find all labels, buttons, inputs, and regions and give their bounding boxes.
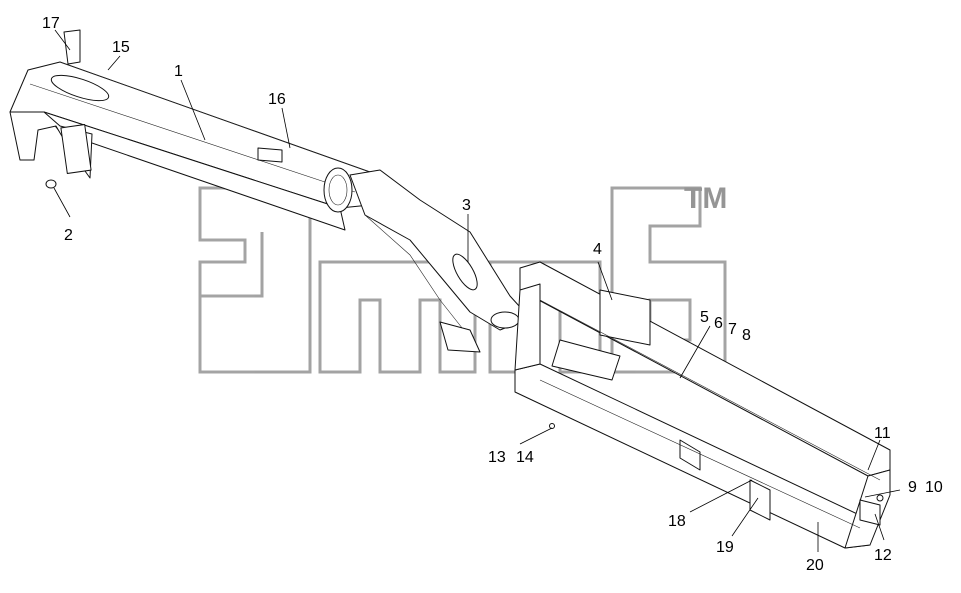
callout-2: 2 — [64, 227, 73, 244]
callout-5: 5 — [700, 309, 709, 326]
gooseneck-slot — [452, 253, 478, 291]
gooseneck — [349, 169, 531, 353]
callout-10: 10 — [925, 479, 943, 496]
cross-bracket — [599, 289, 651, 346]
callout-20: 20 — [806, 557, 824, 574]
rear-frame — [514, 261, 891, 549]
post-part — [63, 29, 81, 65]
hinge-part — [439, 321, 481, 353]
callout-8: 8 — [742, 327, 751, 344]
trademark-mark: TM — [684, 182, 727, 215]
bracket-part — [257, 147, 283, 163]
callout-12: 12 — [874, 547, 892, 564]
callout-3: 3 — [462, 197, 471, 214]
leader-15 — [107, 55, 121, 71]
front-beam — [9, 29, 371, 231]
leader-19 — [731, 497, 759, 537]
callout-15: 15 — [112, 39, 130, 56]
leader-17 — [54, 29, 71, 51]
leader-11 — [867, 439, 881, 471]
watermark-logo: TM — [198, 182, 727, 374]
bolt-part — [876, 494, 884, 502]
callout-13: 13 — [488, 449, 506, 466]
collar-part — [323, 167, 353, 213]
callout-1: 1 — [174, 63, 183, 80]
leader-16 — [281, 107, 291, 149]
leader-5 — [679, 325, 711, 379]
callout-16: 16 — [268, 91, 286, 108]
rear-bracket — [749, 479, 771, 521]
leader-1 — [180, 79, 206, 141]
pivot-boss — [490, 311, 520, 329]
leader-9 — [864, 489, 901, 498]
hitch-plate — [60, 124, 92, 174]
leader-18 — [689, 479, 753, 513]
leader-2 — [53, 187, 71, 218]
bolt-part — [549, 423, 555, 429]
callout-14: 14 — [516, 449, 534, 466]
callout-11: 11 — [874, 425, 891, 442]
nut-part — [45, 179, 57, 189]
leader-lines — [53, 29, 901, 552]
callout-7: 7 — [728, 321, 737, 338]
callout-17: 17 — [42, 15, 60, 32]
callout-9: 9 — [908, 479, 917, 496]
callout-4: 4 — [593, 241, 602, 258]
leader-12 — [874, 513, 885, 541]
leader-4 — [597, 261, 613, 301]
callout-6: 6 — [714, 315, 723, 332]
callout-18: 18 — [668, 513, 686, 530]
coupling-part — [859, 499, 881, 526]
callouts: 1 2 3 4 5 6 7 8 9 10 11 12 13 14 15 16 1… — [42, 15, 943, 574]
beam-slot — [50, 74, 110, 102]
leader-13 — [519, 427, 553, 445]
callout-19: 19 — [716, 539, 734, 556]
